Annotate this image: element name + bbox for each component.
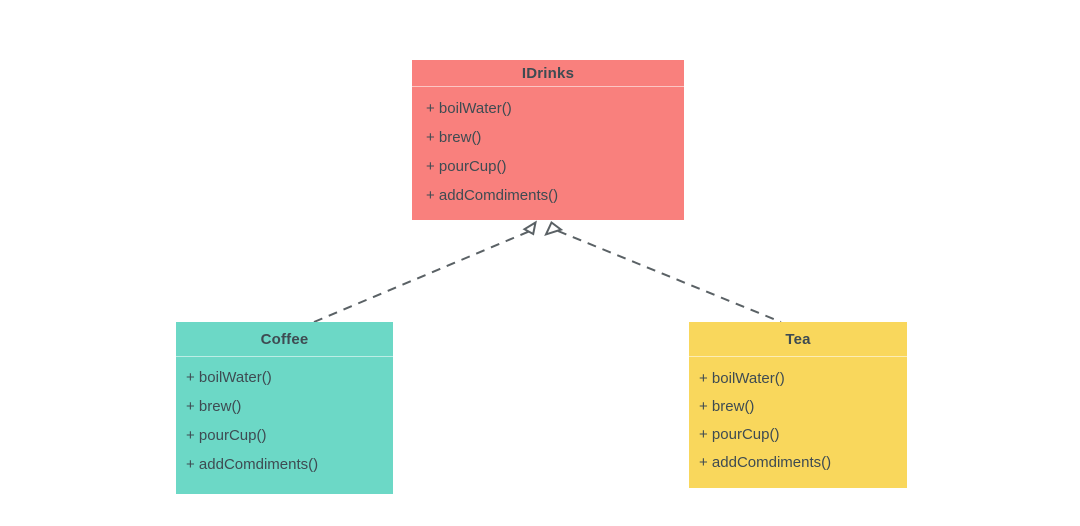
uml-title-divider [689,356,907,357]
uml-member: + addComdiments() [699,454,832,471]
uml-member: + pourCup() [699,426,780,443]
edge-coffee-to-idrinks [313,220,537,323]
edge-line-tea [557,230,782,323]
uml-class-title-idrinks: IDrinks [521,64,575,82]
uml-title-divider [412,86,684,87]
uml-class-tea[interactable]: Tea + boilWater() + brew() + pourCup() +… [689,322,907,488]
uml-members-coffee: + boilWater() + brew() + pourCup() + add… [176,357,393,494]
uml-member: + addComdiments() [426,187,559,204]
uml-member: + addComdiments() [186,456,319,473]
uml-class-title-tea: Tea [785,330,811,348]
uml-member: + pourCup() [426,158,507,175]
uml-class-title-coffee: Coffee [260,330,309,348]
hollow-triangle-arrowhead-tea [544,220,564,237]
uml-title-divider [176,356,393,357]
hollow-triangle-arrowhead-coffee [522,220,537,236]
edge-tea-to-idrinks [544,220,782,323]
uml-member: + pourCup() [186,427,267,444]
uml-member: + brew() [186,398,242,415]
uml-members-tea: + boilWater() + brew() + pourCup() + add… [689,357,907,488]
uml-member: + brew() [699,398,755,415]
uml-member: + boilWater() [426,100,512,117]
uml-class-idrinks[interactable]: IDrinks + boilWater() + brew() + pourCup… [412,60,684,220]
uml-members-idrinks: + boilWater() + brew() + pourCup() + add… [412,87,684,220]
uml-class-coffee[interactable]: Coffee + boilWater() + brew() + pourCup(… [176,322,393,494]
uml-member: + boilWater() [699,370,785,387]
uml-member: + brew() [426,129,482,146]
uml-member: + boilWater() [186,369,272,386]
edge-line-coffee [313,230,531,323]
